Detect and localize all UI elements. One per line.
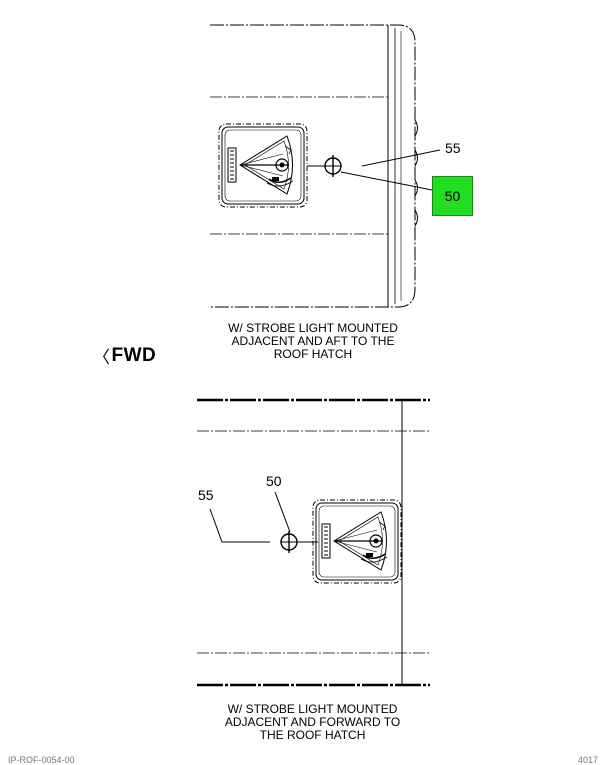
top-callout-50-highlight[interactable]: 50 <box>432 176 473 216</box>
bottom-strobe-light <box>280 530 298 554</box>
caption-line: THE ROOF HATCH <box>259 728 366 742</box>
caption-line: ADJACENT AND AFT TO THE <box>231 334 395 348</box>
bottom-leader-50 <box>274 491 291 533</box>
caption-line: W/ STROBE LIGHT MOUNTED <box>228 321 398 335</box>
top-callout-55: 55 <box>445 140 461 156</box>
bottom-roof-hatch <box>312 499 402 584</box>
top-view-caption: W/ STROBE LIGHT MOUNTED ADJACENT AND AFT… <box>208 322 418 361</box>
top-roof-hatch <box>218 123 308 208</box>
top-roof-outline <box>210 24 416 308</box>
bottom-roof-view <box>197 398 430 687</box>
caption-line: ROOF HATCH <box>273 347 353 361</box>
top-strobe-light <box>324 154 342 178</box>
page-number: 4017 <box>578 755 599 765</box>
bottom-callout-55: 55 <box>198 487 214 503</box>
caption-line: ADJACENT AND FORWARD TO <box>224 715 401 729</box>
forward-label: FWD <box>111 344 157 366</box>
bottom-callout-50: 50 <box>266 473 282 489</box>
top-roof-view <box>210 24 441 308</box>
forward-direction-indicator: 〈 FWD <box>93 343 156 368</box>
top-leader-55 <box>361 149 441 167</box>
top-callout-50-label: 50 <box>444 188 461 204</box>
bottom-leader-55 <box>209 508 270 543</box>
figure-id: IP-ROF-0054-00 <box>8 755 75 765</box>
top-leader-50 <box>340 171 433 191</box>
bottom-view-caption: W/ STROBE LIGHT MOUNTED ADJACENT AND FOR… <box>205 703 420 742</box>
caption-line: W/ STROBE LIGHT MOUNTED <box>227 702 398 716</box>
forward-arrow-icon: 〈 <box>93 348 111 367</box>
